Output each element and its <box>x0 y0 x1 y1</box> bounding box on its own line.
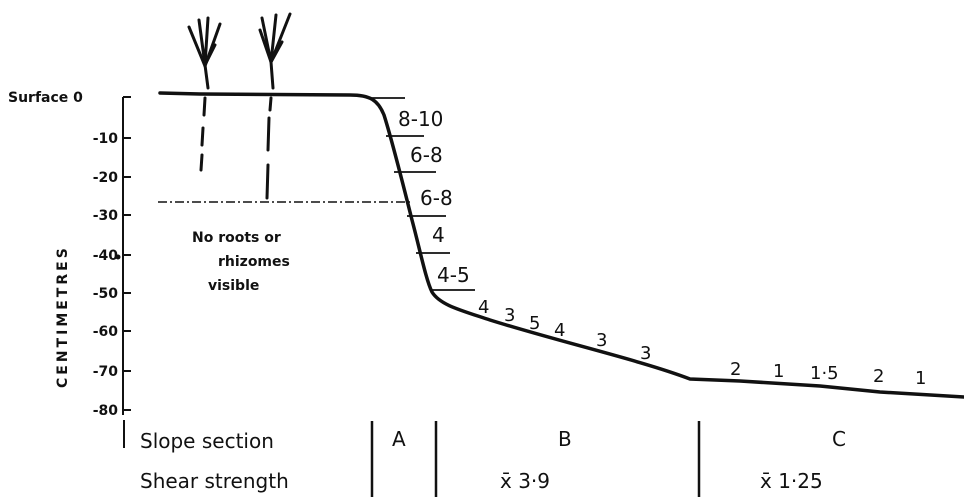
y-ticks <box>123 96 131 411</box>
section-b-label: B <box>558 427 572 451</box>
section-c-label: C <box>832 427 846 451</box>
y-tick-label-50: -50 <box>93 286 119 302</box>
strength-label-c1: 2 <box>730 359 741 380</box>
y-tick-label-30: -30 <box>93 208 119 224</box>
strength-label-b5: 3 <box>596 330 607 351</box>
annotation-line-1: No roots or <box>192 230 281 246</box>
plant-icon-2 <box>258 12 292 90</box>
strength-label-a2: 6-8 <box>410 143 443 167</box>
mean-c-value: x̄ 1·25 <box>760 469 823 493</box>
strength-label-a1: 8-10 <box>398 107 443 131</box>
strength-label-c2: 1 <box>773 361 784 382</box>
strength-label-b3: 5 <box>529 313 540 334</box>
root-lines <box>199 96 273 200</box>
strength-label-a3: 6-8 <box>420 186 453 210</box>
strength-label-b4: 4 <box>554 320 565 341</box>
slope-section-label: Slope section <box>140 429 274 453</box>
annotation-line-3: visible <box>208 278 259 294</box>
y-axis-label: CENTIMETRES <box>55 245 71 388</box>
y-tick-label-60: -60 <box>93 324 119 340</box>
shear-strength-label: Shear strength <box>140 469 289 493</box>
strength-label-c4: 2 <box>873 366 884 387</box>
strength-label-b1: 4 <box>478 297 489 318</box>
y-tick-label-0: Surface 0 <box>8 90 83 106</box>
strength-label-a5: 4-5 <box>437 263 470 287</box>
axis-dot-marker <box>115 254 121 260</box>
strength-markers <box>370 97 475 291</box>
strength-label-a4: 4 <box>432 223 445 247</box>
plant-icon-1 <box>187 16 222 90</box>
section-a-label: A <box>392 427 406 451</box>
y-tick-label-40: -40 <box>93 248 119 264</box>
ground-profile-line <box>158 91 964 399</box>
section-table <box>123 420 701 497</box>
annotation-line-2: rhizomes <box>218 254 290 270</box>
y-tick-label-80: -80 <box>93 403 119 419</box>
mean-b-value: x̄ 3·9 <box>500 469 550 493</box>
strength-label-b6: 3 <box>640 343 651 364</box>
y-tick-label-70: -70 <box>93 364 119 380</box>
strength-label-b2: 3 <box>504 305 515 326</box>
strength-label-c3: 1·5 <box>810 363 839 384</box>
y-tick-label-10: -10 <box>93 131 119 147</box>
strength-label-c5: 1 <box>915 368 926 389</box>
y-tick-label-20: -20 <box>93 170 119 186</box>
